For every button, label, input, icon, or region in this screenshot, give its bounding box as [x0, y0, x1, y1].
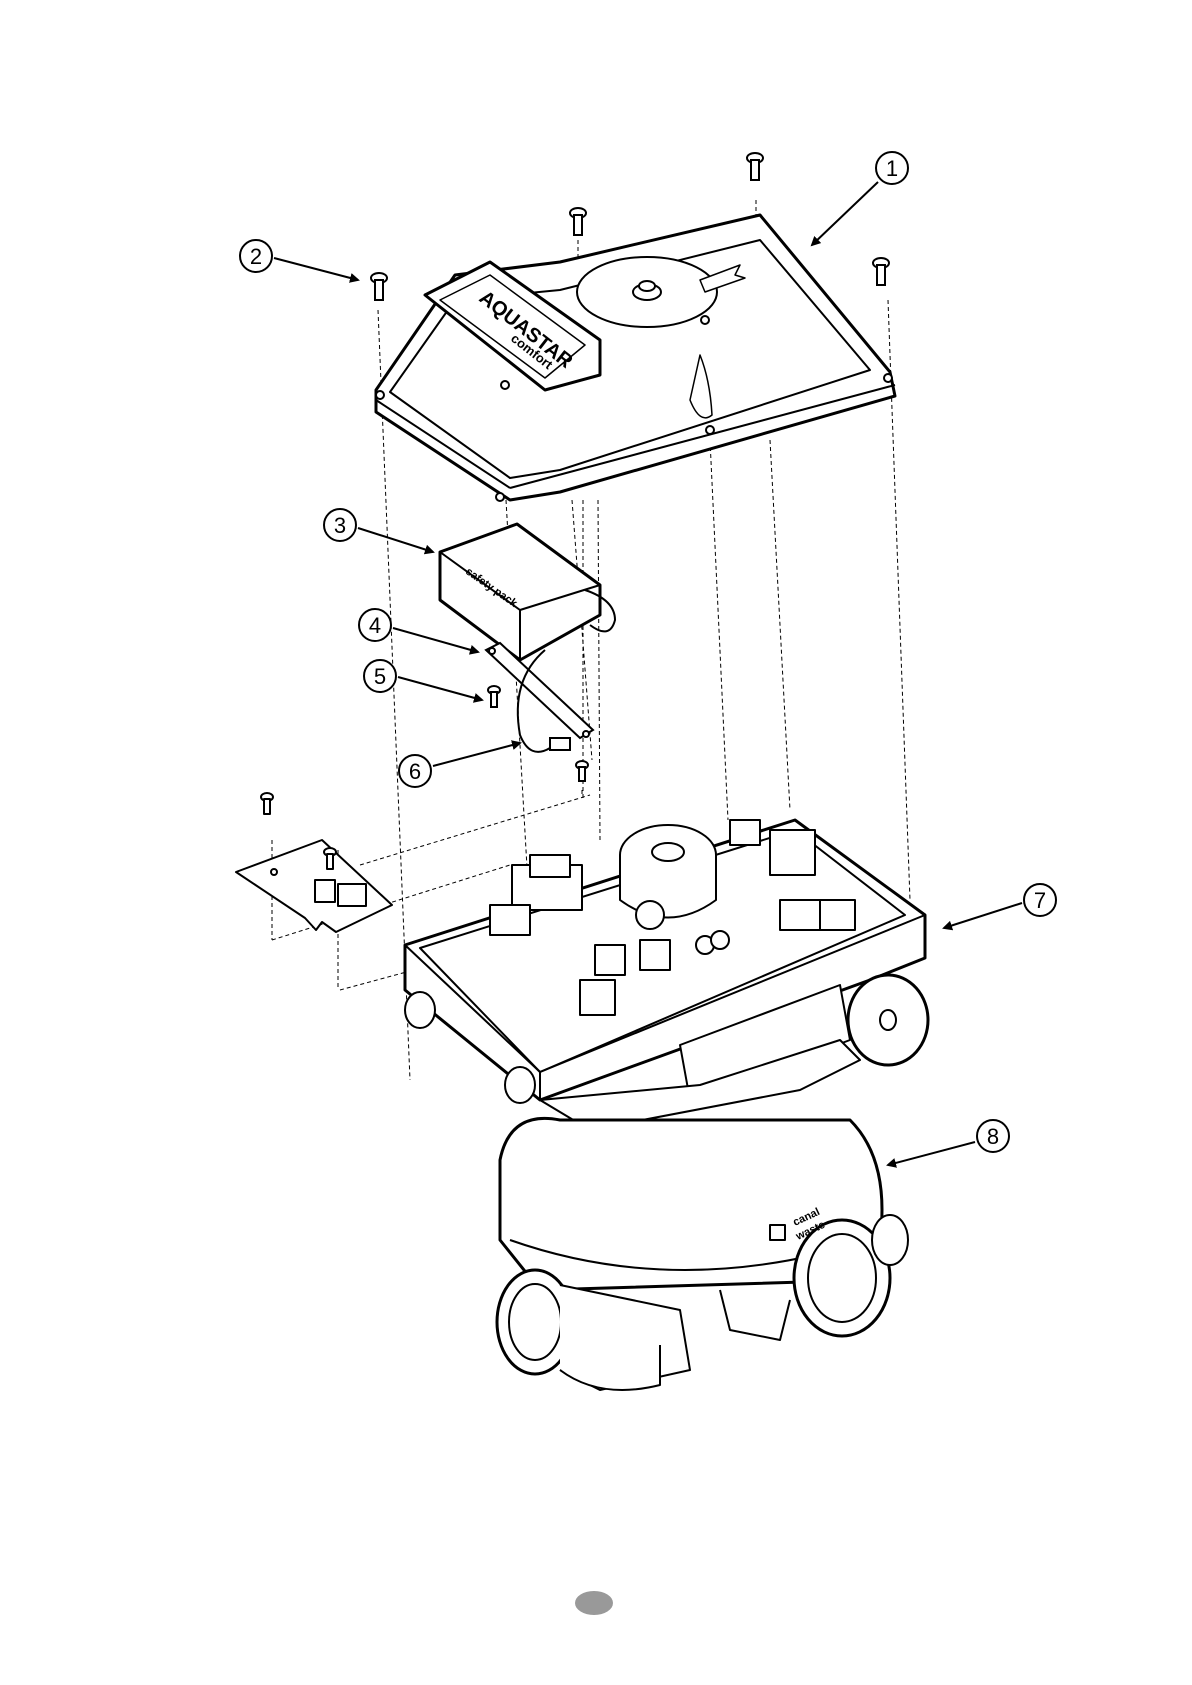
screw-icon [488, 686, 500, 707]
callout-8: 8 [977, 1120, 1009, 1152]
screw-icon [371, 273, 387, 300]
callout-5: 5 [364, 660, 396, 692]
callout-1: 1 [876, 152, 908, 184]
callout-2: 2 [240, 240, 272, 272]
svg-text:8: 8 [987, 1124, 999, 1149]
svg-text:7: 7 [1034, 888, 1046, 913]
callout-4: 4 [359, 609, 391, 641]
screw-icon [576, 761, 588, 781]
screws-part-5 [488, 686, 588, 781]
callout-3: 3 [324, 509, 356, 541]
bracket-part-4 [486, 643, 593, 738]
svg-text:5: 5 [374, 664, 386, 689]
safety-pack-part-3: safety pack [440, 524, 615, 660]
top-cover-part-1: AQUASTAR comfort [376, 215, 895, 501]
screw-icon [873, 258, 889, 285]
screw-icon [261, 793, 273, 814]
svg-text:1: 1 [886, 156, 898, 181]
callout-7: 7 [1024, 884, 1056, 916]
callout-6: 6 [399, 755, 431, 787]
page-number-badge [575, 1591, 613, 1615]
screw-icon [570, 208, 586, 235]
screw-icon [747, 153, 763, 180]
svg-text:3: 3 [334, 513, 346, 538]
svg-text:2: 2 [250, 244, 262, 269]
svg-text:4: 4 [369, 613, 381, 638]
svg-text:6: 6 [409, 759, 421, 784]
